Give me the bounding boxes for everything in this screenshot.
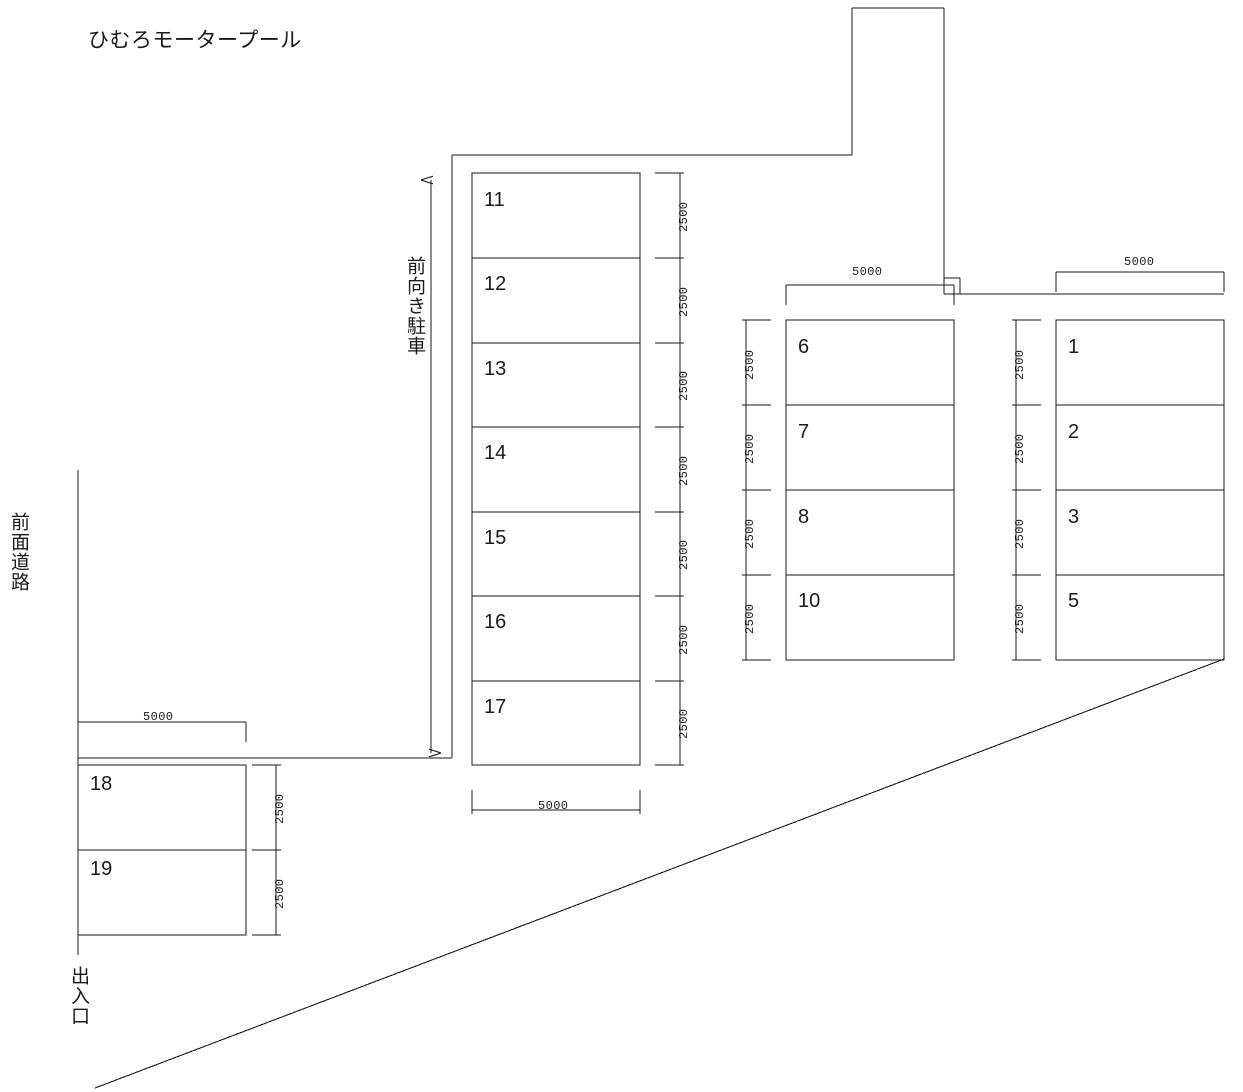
dim-right-depth-3: 2500 bbox=[1013, 518, 1027, 549]
block-middle-outline bbox=[785, 319, 955, 661]
stall-label-16[interactable]: 16 bbox=[484, 611, 507, 633]
stall-label-17[interactable]: 17 bbox=[484, 696, 507, 718]
stall-label-10[interactable]: 10 bbox=[798, 590, 821, 612]
block-right-outline bbox=[1055, 319, 1225, 661]
dim-right-depth-1: 2500 bbox=[1013, 349, 1027, 380]
stall-label-11[interactable]: 11 bbox=[484, 189, 505, 211]
diagonal-boundary bbox=[94, 658, 1225, 1089]
entrance-exit-label: 出入口 bbox=[67, 966, 90, 1026]
dim-main-depth-2: 2500 bbox=[677, 286, 691, 317]
dim-main-depth-3: 2500 bbox=[677, 370, 691, 401]
block-main-outline bbox=[471, 172, 641, 766]
site-boundary-upper bbox=[451, 7, 1224, 758]
block-lower-left-width-dimension bbox=[77, 721, 247, 742]
dim-right-depth-2: 2500 bbox=[1013, 433, 1027, 464]
stall-label-2[interactable]: 2 bbox=[1068, 421, 1080, 443]
block-lower-left-depth-dimensions bbox=[252, 764, 281, 936]
dim-main-depth-5: 2500 bbox=[677, 539, 691, 570]
block-main-width-dimension bbox=[471, 790, 641, 814]
dim-lower-left-depth-2: 2500 bbox=[273, 878, 287, 909]
site-boundary-left bbox=[77, 470, 452, 955]
dim-right-width: 5000 bbox=[1124, 255, 1155, 269]
block-lower-left-outline bbox=[77, 764, 247, 936]
dim-main-width: 5000 bbox=[538, 799, 569, 813]
front-road-label: 前面道路 bbox=[7, 512, 30, 592]
stall-label-8[interactable]: 8 bbox=[798, 506, 810, 528]
stall-label-15[interactable]: 15 bbox=[484, 527, 507, 549]
stall-label-7[interactable]: 7 bbox=[798, 421, 810, 443]
dim-middle-width: 5000 bbox=[852, 265, 883, 279]
plan-title: ひむろモータープール bbox=[88, 28, 302, 52]
block-middle-width-dimension bbox=[785, 284, 955, 305]
block-right-depth-dimensions bbox=[1012, 319, 1041, 661]
dim-middle-depth-4: 2500 bbox=[743, 603, 757, 634]
dim-middle-depth-2: 2500 bbox=[743, 433, 757, 464]
dim-lower-left-width: 5000 bbox=[143, 710, 174, 724]
stall-label-5[interactable]: 5 bbox=[1068, 590, 1080, 612]
stall-label-19[interactable]: 19 bbox=[90, 858, 113, 880]
stall-label-18[interactable]: 18 bbox=[90, 773, 113, 795]
dim-main-depth-6: 2500 bbox=[677, 624, 691, 655]
dim-main-depth-7: 2500 bbox=[677, 708, 691, 739]
block-middle-depth-dimensions bbox=[742, 319, 771, 661]
stall-label-12[interactable]: 12 bbox=[484, 273, 507, 295]
stall-label-3[interactable]: 3 bbox=[1068, 506, 1080, 528]
block-main-depth-dimensions bbox=[655, 172, 684, 766]
dim-middle-depth-3: 2500 bbox=[743, 518, 757, 549]
forward-parking-label: 前向き駐車 bbox=[403, 256, 426, 356]
dim-middle-depth-1: 2500 bbox=[743, 349, 757, 380]
stall-label-1[interactable]: 1 bbox=[1068, 336, 1080, 358]
block-right-width-dimension bbox=[1055, 271, 1225, 292]
dim-main-depth-1: 2500 bbox=[677, 201, 691, 232]
stall-label-13[interactable]: 13 bbox=[484, 358, 507, 380]
dim-main-depth-4: 2500 bbox=[677, 455, 691, 486]
dim-lower-left-depth-1: 2500 bbox=[273, 793, 287, 824]
dim-right-depth-4: 2500 bbox=[1013, 603, 1027, 634]
stall-label-6[interactable]: 6 bbox=[798, 336, 810, 358]
stall-label-14[interactable]: 14 bbox=[484, 442, 507, 464]
